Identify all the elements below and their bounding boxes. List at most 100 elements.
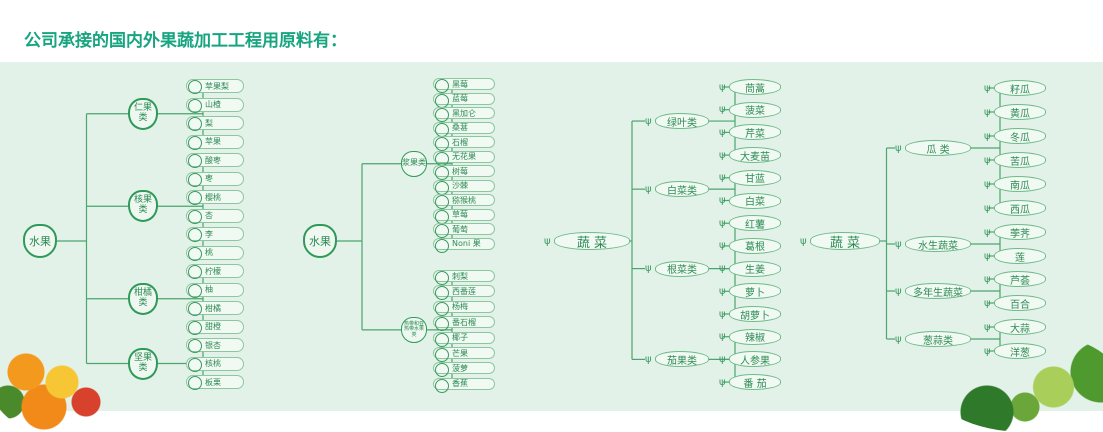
leaf-node-label: 菠萝 xyxy=(452,363,468,373)
leaf-node-label: 山楂 xyxy=(205,100,221,109)
leaf-node: 柚 xyxy=(186,282,244,298)
leaf-node: 山楂 xyxy=(186,97,244,113)
root-node-label: 蔬 菜 xyxy=(829,235,861,251)
leaf-node: 菠菜 xyxy=(719,101,781,118)
leaf-node: 柠檬 xyxy=(186,264,244,279)
leaf-node: 沙棘 xyxy=(433,179,495,195)
leaf-node-label: 番石榴 xyxy=(452,317,476,327)
leaf-node: 苹果梨 xyxy=(186,79,244,94)
leaf-node: 杏 xyxy=(186,208,244,224)
leaf-node: 芹菜 xyxy=(719,124,781,141)
category-node: 多年生蔬菜 xyxy=(895,283,971,299)
leaf-node: 芒果 xyxy=(433,347,495,362)
leaf-node-label: 李 xyxy=(205,229,213,239)
category-node-label: 瓜 类 xyxy=(926,144,950,156)
root-node-label: 蔬 菜 xyxy=(576,235,608,251)
leaf-node-label: 杏 xyxy=(205,211,213,220)
leaf-node: 甘蓝 xyxy=(719,169,781,186)
leaf-node-label: 荸荠 xyxy=(1010,228,1030,240)
leaf-node-label: 石榴 xyxy=(452,137,468,147)
leaf-node-label: 柚 xyxy=(205,285,213,294)
category-node-label: 葱蒜类 xyxy=(923,335,953,347)
leaf-node: 荸荠 xyxy=(984,224,1046,240)
category-node-label: 多年生蔬菜 xyxy=(913,287,963,299)
leaf-node-label: 板栗 xyxy=(205,377,221,387)
leaf-node: 菠萝 xyxy=(433,362,495,378)
category-node: 葱蒜类 xyxy=(895,331,971,347)
leaf-node: 枣 xyxy=(186,171,244,187)
category-node-label: 核果类 xyxy=(133,195,152,216)
category-node-label: 坚果类 xyxy=(133,352,152,373)
category-node-label: 根菜类 xyxy=(667,265,697,277)
leaf-node-label: 黑莓 xyxy=(452,79,468,89)
leaf-node: 生姜 xyxy=(719,260,781,277)
category-node-label: 仁果类 xyxy=(133,102,152,123)
leaf-node-label: 大麦苗 xyxy=(740,151,770,163)
root-node-label: 水果 xyxy=(29,235,51,248)
leaf-node-label: 甜橙 xyxy=(205,322,221,331)
category-node: 核果类 xyxy=(128,190,158,223)
root-node-label: 水果 xyxy=(309,235,331,248)
leaf-node-label: 银杏 xyxy=(205,340,221,350)
root-node: 水果 xyxy=(303,224,337,258)
leaf-node-label: 黄瓜 xyxy=(1010,108,1030,120)
category-node-label: 白菜类 xyxy=(667,185,697,197)
leaf-node: 冬瓜 xyxy=(984,128,1046,144)
leaf-node: 樱桃 xyxy=(186,190,244,205)
category-node: 绿叶类 xyxy=(645,113,709,130)
category-node: 根菜类 xyxy=(645,260,709,277)
category-node: 浆果类 xyxy=(401,150,427,177)
leaf-node-label: 大蒜 xyxy=(1010,323,1030,335)
leaf-node: 番石榴 xyxy=(433,316,495,332)
category-node: 瓜 类 xyxy=(895,140,971,156)
category-node-label: 热带和亚热带水果类 xyxy=(403,320,424,338)
leaf-node-label: 芦荟 xyxy=(1010,275,1030,287)
leaf-node: Noni 果 xyxy=(433,237,495,253)
leaf-node-label: 芹菜 xyxy=(745,128,765,140)
category-node: 坚果类 xyxy=(128,347,158,380)
leaf-node: 柑橘 xyxy=(186,301,244,316)
leaf-node-label: 树莓 xyxy=(452,166,468,176)
leaf-node-label: 芒果 xyxy=(452,348,468,358)
leaf-node-label: 红薯 xyxy=(745,219,765,231)
leaf-node: 西番莲 xyxy=(433,285,495,301)
leaf-node-label: 核桃 xyxy=(205,359,221,368)
leaf-node: 椰子 xyxy=(433,331,495,347)
leaf-node: 大蒜 xyxy=(984,319,1046,335)
leaf-node-label: 梨 xyxy=(205,118,213,128)
leaf-node: 黑莓 xyxy=(433,78,495,93)
leaf-node-label: 樱桃 xyxy=(205,192,221,202)
leaf-node: 百合 xyxy=(984,295,1046,311)
leaf-node: 白菜 xyxy=(719,192,781,209)
leaf-node: 酸枣 xyxy=(186,153,244,168)
leaf-node: 莲 xyxy=(984,248,1046,264)
root-node: 蔬 菜 xyxy=(544,232,630,251)
leaf-node: 洋葱 xyxy=(984,343,1046,359)
leaf-node: 红薯 xyxy=(719,215,781,232)
leaf-node: 杨梅 xyxy=(433,300,495,316)
leaf-node: 番 茄 xyxy=(719,374,781,391)
leaf-node: 茼蒿 xyxy=(719,79,781,95)
leaf-node-label: 籽瓜 xyxy=(1010,84,1030,96)
leaf-node: 胡萝卜 xyxy=(719,306,781,322)
leaf-node: 核桃 xyxy=(186,356,244,372)
category-node: 水生蔬菜 xyxy=(895,236,971,252)
leaf-node-label: 西瓜 xyxy=(1010,204,1030,216)
leaf-node-label: 刺梨 xyxy=(452,271,468,281)
leaf-node: 苦瓜 xyxy=(984,152,1046,168)
leaf-node-label: 百合 xyxy=(1010,299,1030,311)
fruit-pile-image xyxy=(0,332,110,432)
leaf-node-label: 葛根 xyxy=(745,242,765,254)
category-node: 柑橘类 xyxy=(128,282,158,315)
leaf-node-label: 苦瓜 xyxy=(1010,156,1030,168)
category-node-label: 茄果类 xyxy=(667,355,697,367)
leaf-node-label: 枣 xyxy=(205,174,213,183)
leaf-node-label: 桑葚 xyxy=(452,123,468,132)
leaf-node: 南瓜 xyxy=(984,176,1046,192)
leaf-node-label: 白菜 xyxy=(745,197,765,208)
root-node: 蔬 菜 xyxy=(800,232,880,251)
category-node: 茄果类 xyxy=(645,351,709,368)
leaf-node-label: 无花果 xyxy=(452,152,476,161)
leaf-node-label: 人参果 xyxy=(740,355,770,367)
leaf-node-label: 苹果 xyxy=(205,137,221,146)
